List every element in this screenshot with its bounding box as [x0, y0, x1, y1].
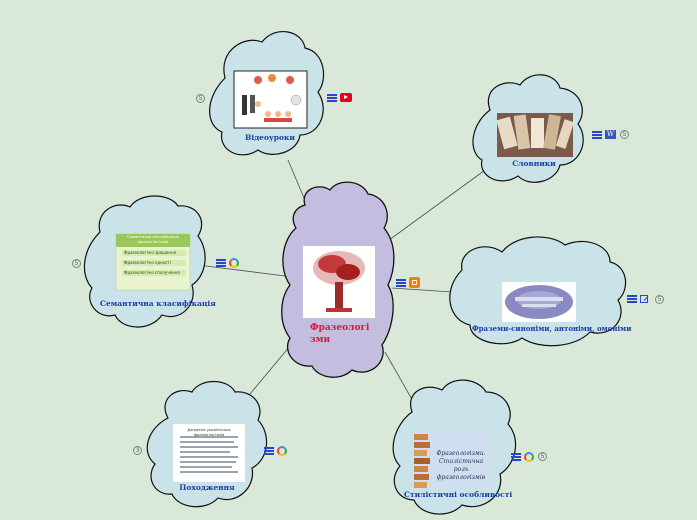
- google-icon[interactable]: [277, 446, 287, 456]
- collapse-badge-synonyms[interactable]: 5: [655, 295, 664, 304]
- semantic-row: Фразеологічні зрощення: [122, 250, 186, 256]
- branch-label-semantic[interactable]: Семантична класифікація: [100, 299, 216, 308]
- semantic-icons: [216, 258, 239, 268]
- branch-label-origin[interactable]: Походження: [179, 483, 235, 492]
- semantic-row: Фразеологічні сполучення: [122, 270, 186, 276]
- collapse-badge-slovnyky[interactable]: 5: [620, 130, 629, 139]
- semantic-row: Фразеологічні єдності: [122, 260, 186, 266]
- notes-icon[interactable]: [627, 295, 637, 303]
- semantic-card-rows: Фразеологічні зрощення Фразеологічні єдн…: [122, 250, 186, 276]
- notes-icon[interactable]: [327, 93, 337, 102]
- text-lines-icon: [180, 436, 238, 473]
- branch-label-videouroky[interactable]: Відеоуроки: [245, 133, 295, 142]
- central-topic-label: Фразеологізми: [310, 323, 370, 345]
- books-stack-icon: [496, 114, 575, 150]
- youtube-icon[interactable]: [340, 93, 352, 102]
- notes-icon[interactable]: [264, 447, 274, 455]
- origin-card-header: Джерела українських фразеологізмів: [187, 427, 231, 437]
- synonyms-icons: [627, 295, 649, 303]
- videouroky-icons: [327, 93, 352, 102]
- wordcloud-icon: [505, 285, 573, 319]
- notes-icon[interactable]: [592, 130, 602, 139]
- connector-lines: [189, 159, 493, 411]
- branch-label-style[interactable]: Стилістичні особливості: [404, 490, 513, 499]
- google-icon[interactable]: [229, 258, 239, 268]
- collapse-badge-semantic[interactable]: 5: [72, 259, 81, 268]
- center-icons: [396, 277, 420, 288]
- blogger-icon[interactable]: [409, 277, 420, 288]
- link-icon[interactable]: [640, 295, 649, 303]
- semantic-card-header: Семантична класифікація фразеологізмів: [126, 234, 180, 244]
- tree-wordcloud-icon: [313, 251, 365, 312]
- cartoon-people-icon: [242, 74, 302, 122]
- collapse-badge-style[interactable]: 5: [538, 452, 547, 461]
- notes-icon[interactable]: [396, 278, 406, 287]
- notes-icon[interactable]: [511, 453, 521, 461]
- style-card-text: Фразеологізми. Стилістична роль фразеоло…: [436, 450, 486, 481]
- books-spines-icon: [414, 434, 430, 488]
- branch-label-slovnyky[interactable]: Словники: [512, 159, 556, 168]
- slovnyky-icons: W: [592, 130, 616, 139]
- branch-label-synonyms[interactable]: Фраземи-синоніми, антоніми, омоніми: [472, 324, 632, 333]
- notes-icon[interactable]: [216, 259, 226, 267]
- origin-icons: [264, 446, 287, 456]
- style-icons: [511, 452, 534, 462]
- wikipedia-icon[interactable]: W: [605, 130, 616, 139]
- collapse-badge-videouroky[interactable]: 5: [196, 94, 205, 103]
- google-icon[interactable]: [524, 452, 534, 462]
- collapse-badge-origin[interactable]: 3: [133, 446, 142, 455]
